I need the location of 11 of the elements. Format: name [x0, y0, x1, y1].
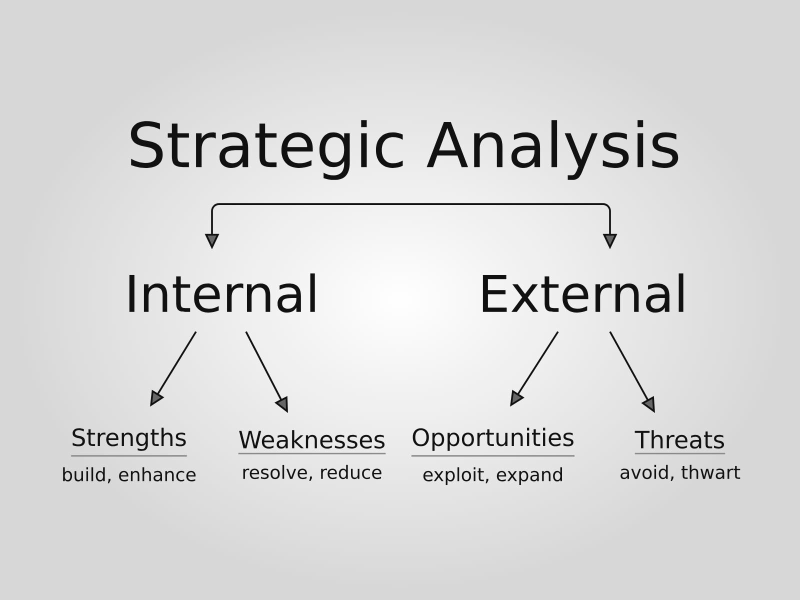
keyword-text: build, enhance: [63, 467, 196, 484]
keyword-text: exploit, expand: [423, 467, 562, 485]
title: Strategic Analysis: [130, 120, 678, 180]
category-heading: Opportunities: [412, 428, 574, 451]
category-heading: Strengths: [72, 428, 186, 451]
category-heading: Weaknesses: [239, 430, 385, 449]
branch-heading: External: [482, 273, 684, 313]
keyword-text: avoid, thwart: [620, 464, 740, 481]
category-heading: Threats: [634, 430, 724, 449]
branch-heading: Internal: [129, 273, 315, 313]
keyword-text: resolve, reduce: [243, 464, 382, 481]
